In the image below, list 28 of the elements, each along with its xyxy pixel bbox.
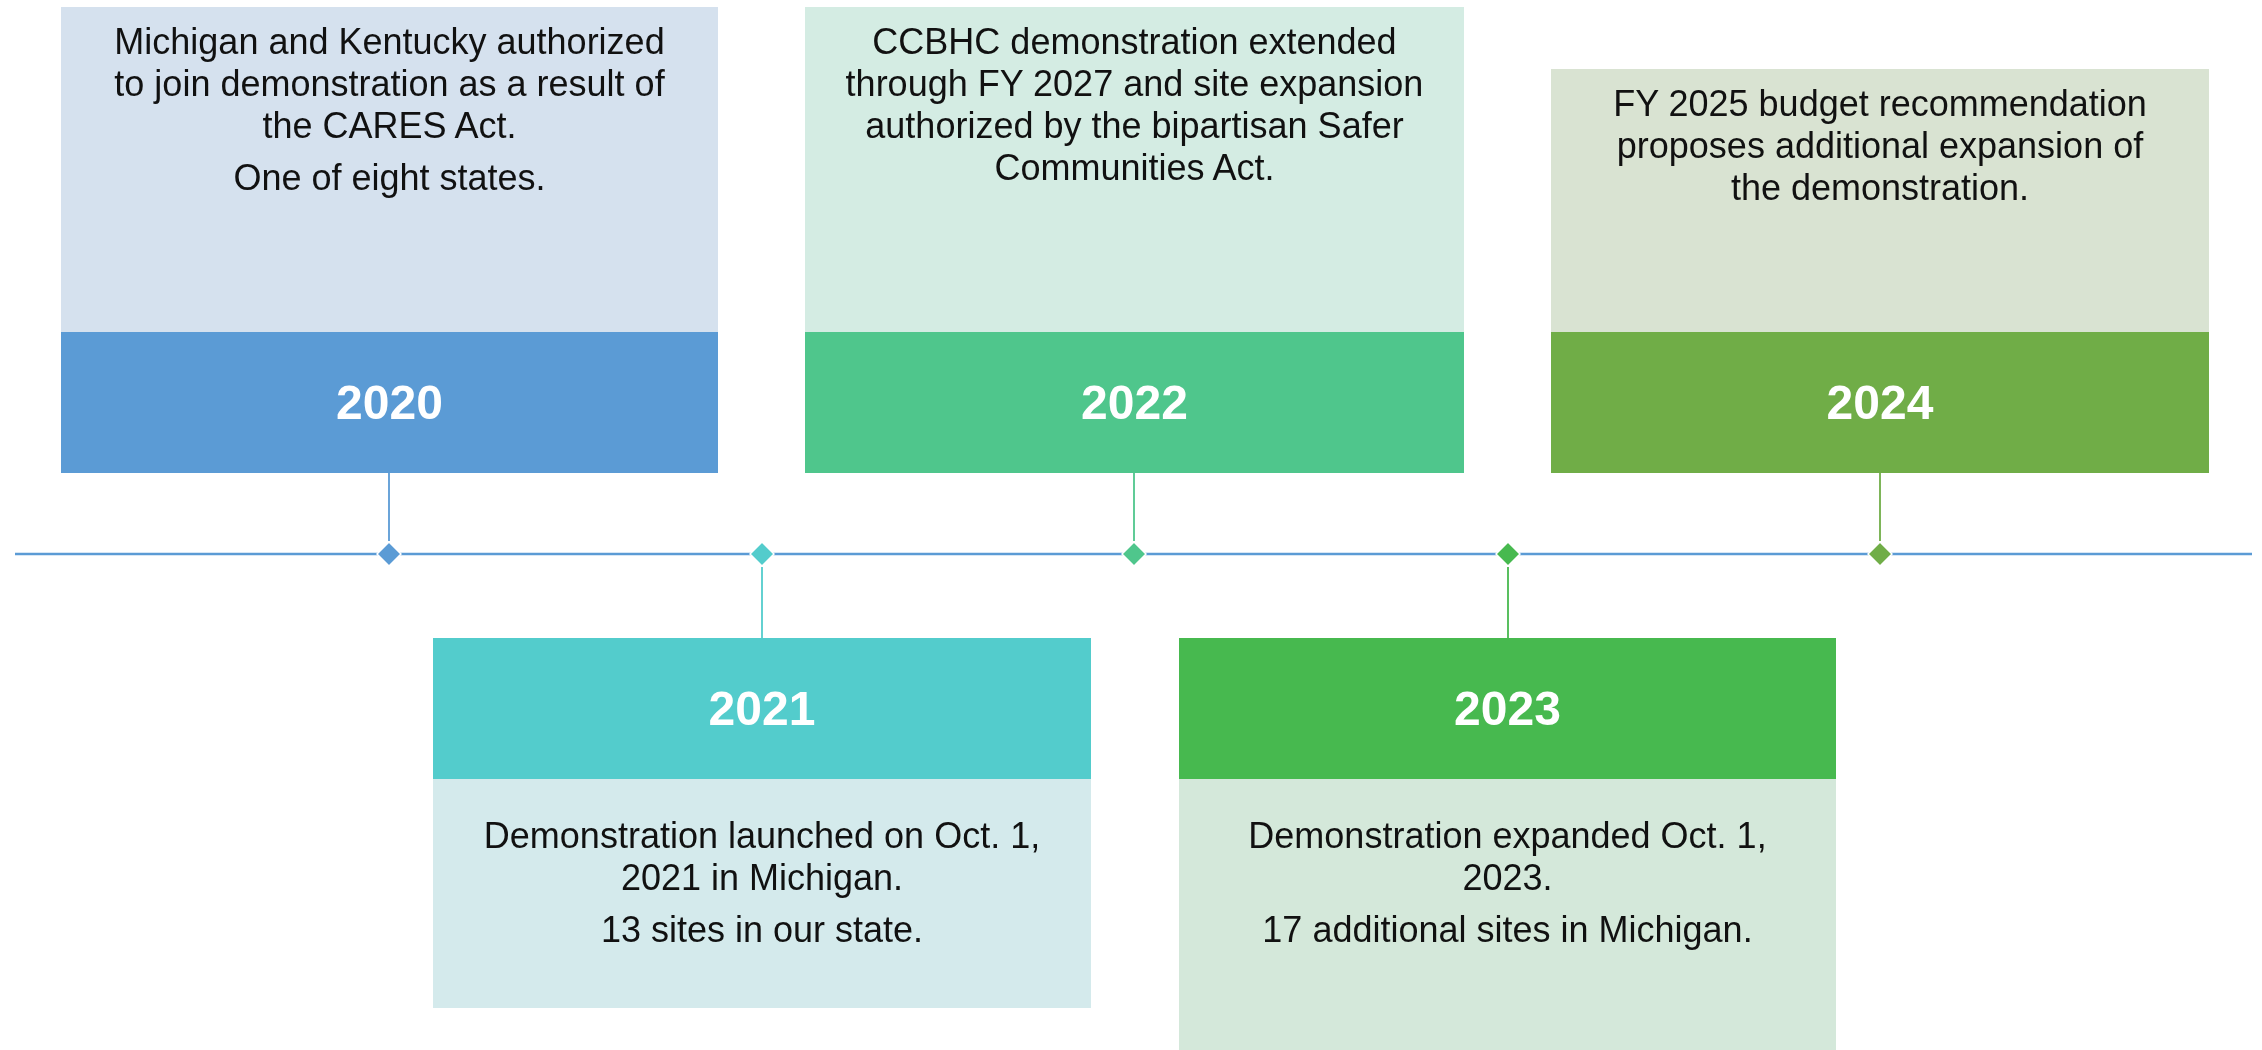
timeline-card [1179,638,1836,1050]
connector-line [1879,472,1881,542]
timeline-marker [1867,541,1893,567]
year-label: 2020 [336,375,443,430]
year-label: 2021 [708,681,816,736]
connector-line [761,566,763,639]
event-description: 13 sites in our state. [600,909,924,952]
year-label: 2022 [1081,375,1188,430]
event-description: Demonstration expanded Oct. 1, 2023. [1247,815,1768,900]
event-description: CCBHC demonstration extended through FY 2027 and site expansion authorized by the bipartisan Safer Communities Act. [845,21,1424,190]
event-description: 17 additional sites in Michigan. [1262,909,1753,952]
timeline-card [1551,69,2209,473]
connector-line [1133,472,1135,542]
timeline-marker [749,541,775,567]
timeline-marker [376,541,402,567]
timeline-card [61,7,718,473]
timeline-marker [1495,541,1521,567]
event-description: Michigan and Kentucky authorized to join demonstration as a result of the CARES Act. [113,21,666,148]
event-description: One of eight states. [233,157,546,200]
timeline-marker [1121,541,1147,567]
timeline-card [805,7,1464,473]
connector-line [1507,566,1509,639]
year-label: 2023 [1454,681,1561,736]
event-description: FY 2025 budget recommendation proposes additional expansion of the demonstration. [1612,83,2148,210]
year-label: 2024 [1826,375,1934,430]
timeline-card [433,638,1091,1008]
connector-line [388,472,390,542]
event-description: Demonstration launched on Oct. 1, 2021 in Michigan. [482,815,1042,900]
